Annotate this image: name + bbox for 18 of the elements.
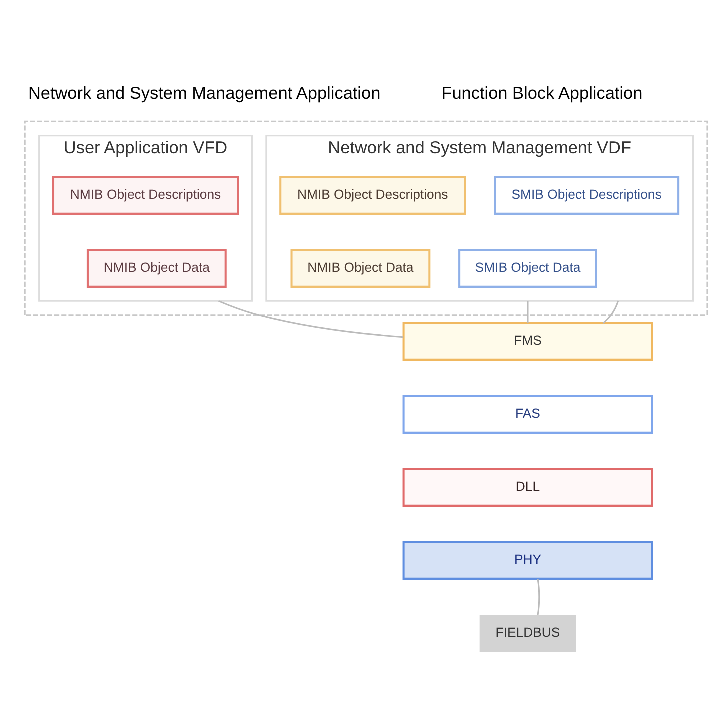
label: Network and System Management Application (28, 82, 381, 102)
connector (602, 300, 620, 324)
node-box: DLL (402, 468, 654, 506)
node-box: SMIB Object Descriptions (494, 176, 680, 214)
node-box: PHY (402, 540, 654, 580)
node-box: NMIB Object Descriptions (280, 176, 466, 214)
connector (527, 300, 529, 323)
node-box: SMIB Object Data (458, 248, 598, 288)
node-box: FIELDBUS (480, 614, 576, 652)
connector (537, 578, 540, 615)
node-box: NMIB Object Data (290, 248, 431, 288)
node-box: NMIB Object Descriptions (52, 176, 240, 214)
node-box: FMS (402, 322, 654, 360)
connector (218, 300, 404, 338)
node-box: FAS (402, 394, 654, 434)
label: Function Block Application (442, 82, 643, 102)
node-box: NMIB Object Data (86, 248, 227, 288)
cluster (24, 120, 708, 316)
